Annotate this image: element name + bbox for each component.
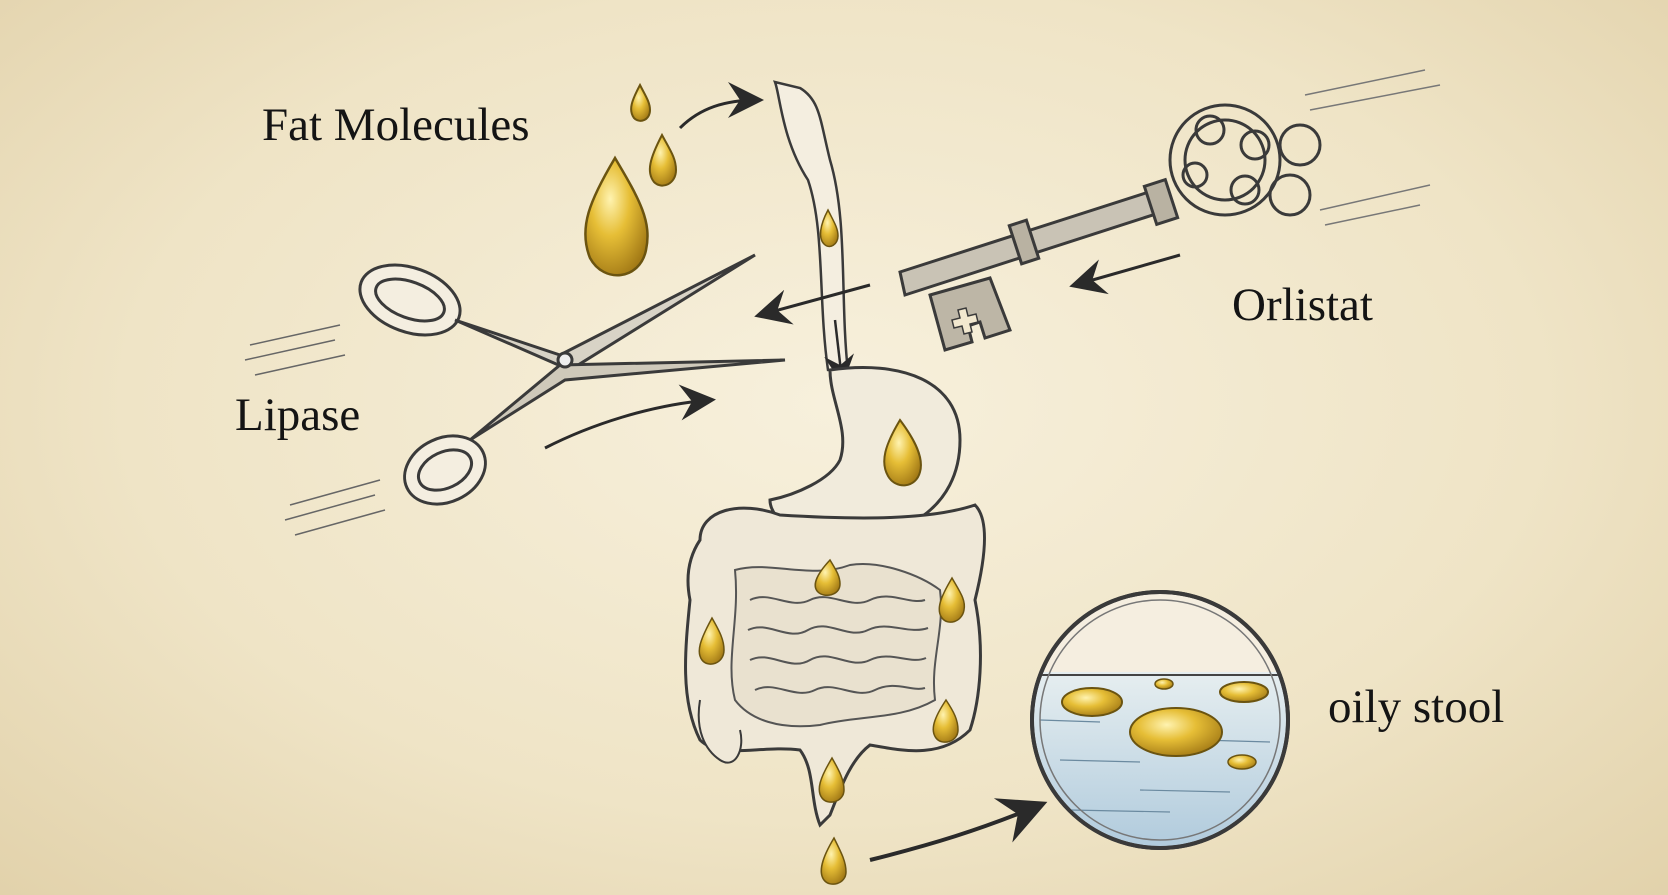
intestines [684,503,986,885]
label-oily-stool: oily stool [1328,681,1505,733]
scissors-icon [244,253,786,536]
arrow-key-blocks-lipase [754,283,871,325]
arrow-orlistat-to-key [1069,253,1181,295]
arrow-to-scissors [544,384,716,450]
arrow-into-esophagus [678,82,764,130]
oily-stool-lens [1030,590,1290,850]
fat-droplets-icon [584,82,678,277]
label-lipase: Lipase [235,389,361,441]
key-icon [898,69,1441,352]
arrow-to-lens [869,798,1048,862]
esophagus [772,80,855,385]
label-orlistat: Orlistat [1232,279,1373,331]
label-fat-molecules: Fat Molecules [262,99,530,151]
